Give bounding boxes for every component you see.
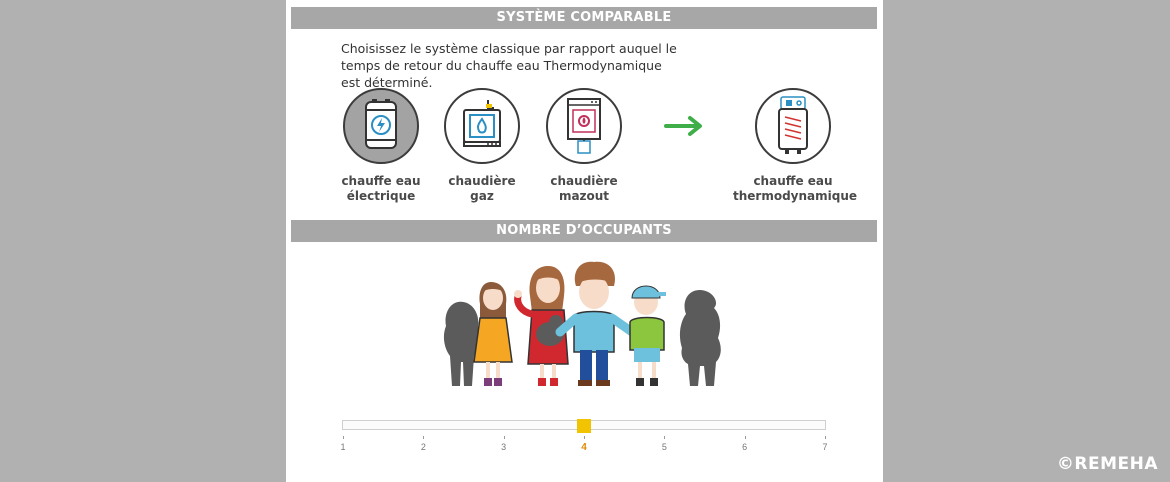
slider-tick-label[interactable]: 7: [822, 442, 828, 452]
slider-tick-label[interactable]: 3: [501, 442, 507, 452]
slider-tick: [343, 436, 344, 439]
gas-boiler-icon: [444, 88, 520, 164]
oil-boiler-icon: [546, 88, 622, 164]
option-electric-water-heater[interactable]: chauffe eau électrique: [326, 88, 436, 204]
option-label-line1: chaudière: [448, 174, 516, 188]
slider-tick: [744, 436, 746, 439]
target-label-line2: thermodynamique: [733, 189, 858, 203]
arrow-right-icon: [664, 116, 702, 136]
slider-tick: [664, 436, 666, 439]
target-thermodynamic-water-heater: chauffe eau thermodynamique: [733, 88, 858, 204]
slider-tick: [825, 436, 826, 439]
option-oil-boiler[interactable]: chaudière mazout: [529, 88, 639, 204]
section-title-system: SYSTÈME COMPARABLE: [291, 7, 877, 29]
person-father: [555, 261, 637, 386]
slider-tick-label[interactable]: 6: [742, 442, 748, 452]
inactive-person-right: [679, 290, 721, 386]
option-label-line2: électrique: [346, 189, 416, 203]
section-title-occupants: NOMBRE D’OCCUPANTS: [291, 220, 877, 242]
simulator-panel: SYSTÈME COMPARABLE Choisissez le système…: [286, 0, 883, 482]
thermodynamic-water-heater-icon: [755, 88, 831, 164]
slider-tick-label[interactable]: 4: [581, 442, 587, 453]
person-girl: [473, 282, 513, 386]
slider-tick-label[interactable]: 1: [340, 442, 346, 452]
target-label-line1: chauffe eau: [753, 174, 833, 188]
intro-text: Choisissez le système classique par rapp…: [341, 41, 677, 90]
occupants-slider-thumb[interactable]: [577, 419, 591, 433]
option-label-line1: chauffe eau: [341, 174, 421, 188]
family-illustration: [443, 261, 721, 386]
inactive-person-left: [443, 301, 481, 386]
slider-tick-label[interactable]: 2: [420, 442, 426, 452]
watermark: ©REMEHA: [1056, 454, 1158, 474]
option-gas-boiler[interactable]: chaudière gaz: [427, 88, 537, 204]
slider-tick-label[interactable]: 5: [661, 442, 667, 452]
slider-tick: [503, 436, 505, 439]
person-boy: [629, 285, 666, 386]
slider-tick: [423, 436, 425, 439]
option-label-line2: gaz: [470, 189, 494, 203]
slider-tick: [584, 436, 585, 439]
electric-water-heater-icon: [343, 88, 419, 164]
person-mother: [514, 266, 569, 386]
option-label-line2: mazout: [558, 189, 610, 203]
option-label-line1: chaudière: [550, 174, 618, 188]
